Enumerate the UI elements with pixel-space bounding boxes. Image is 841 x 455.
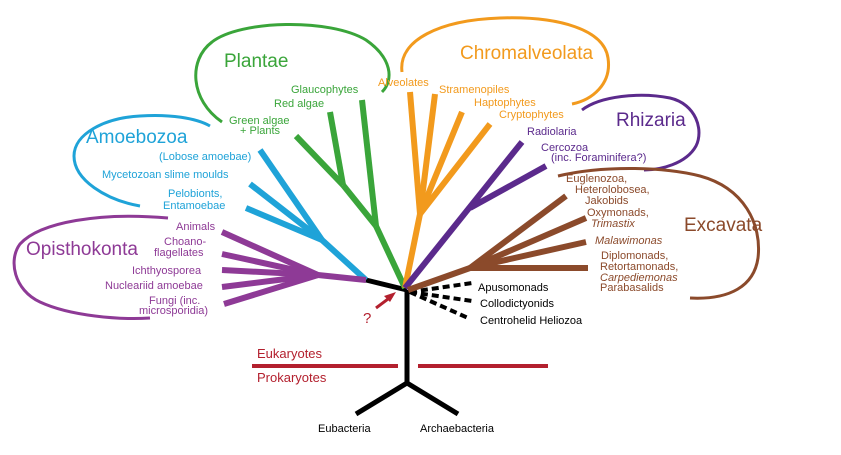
euglenozoa-label: Euglenozoa,	[566, 173, 627, 185]
amoebozoa-title: Amoebozoa	[86, 127, 188, 148]
excavata-enclosure	[557, 167, 761, 300]
parabasalids-label: Parabasalids	[600, 282, 664, 294]
excavata-title: Excavata	[684, 215, 763, 236]
entamoebae-label: Entamoebae	[163, 200, 225, 212]
collodictyonids-label: Collodictyonids	[480, 298, 554, 310]
chromalveolata-branches	[402, 91, 493, 289]
heterolobosea-label: Heterolobosea,	[575, 184, 650, 196]
animals-label: Animals	[176, 221, 216, 233]
eukaryotes-label: Eukaryotes	[257, 346, 323, 361]
malawimonas-label: Malawimonas	[595, 235, 663, 247]
stramenopiles-label: Stramenopiles	[439, 84, 510, 96]
prokaryotes-label: Prokaryotes	[257, 370, 327, 385]
question-mark: ?	[363, 310, 371, 327]
centrohelid-label: Centrohelid Heliozoa	[480, 315, 583, 327]
cryptophytes-label: Cryptophytes	[499, 109, 564, 121]
lobose-amoebae-label: (Lobose amoebae)	[159, 151, 251, 163]
diplomonads-label: Diplomonads,	[601, 250, 668, 262]
plantae-title: Plantae	[224, 51, 288, 72]
unknown-root-arrow	[375, 292, 396, 310]
archaebacteria-label: Archaebacteria	[420, 423, 495, 435]
plantae-branches	[293, 99, 408, 290]
foraminifera-label: (inc. Foraminifera?)	[551, 152, 646, 164]
rhizaria-title: Rhizaria	[616, 110, 686, 131]
amoebozoa-enclosure	[72, 114, 211, 208]
chromalveolata-enclosure	[400, 16, 610, 106]
jakobids-label: Jakobids	[585, 195, 629, 207]
plants-label: + Plants	[240, 125, 281, 137]
trunk	[354, 277, 460, 417]
choanoflagellates-label-2: flagellates	[154, 247, 204, 259]
red-algae-label: Red algae	[274, 98, 324, 110]
trimastix-label: Trimastix	[591, 218, 635, 230]
plantae-enclosure	[194, 22, 391, 124]
fungi-label: Fungi (inc.	[149, 295, 200, 307]
chromalveolata-title: Chromalveolata	[460, 43, 593, 64]
opisthokonta-enclosure	[12, 214, 169, 320]
nucleariid-label: Nucleariid amoebae	[105, 280, 203, 292]
radiolaria-label: Radiolaria	[527, 126, 577, 138]
eubacteria-label: Eubacteria	[318, 423, 371, 435]
alveolates-label: Alveolates	[378, 77, 429, 89]
mycetozoan-label: Mycetozoan slime moulds	[102, 169, 229, 181]
opisthokonta-branches	[220, 229, 367, 307]
choanoflagellates-label-1: Choano-	[164, 236, 207, 248]
carpediemonas-label: Carpediemonas	[600, 272, 678, 284]
ichthyosporea-label: Ichthyosporea	[132, 265, 202, 277]
retortamonads-label: Retortamonads,	[600, 261, 678, 273]
oxymonads-label: Oxymonads,	[587, 207, 649, 219]
pelobionts-label: Pelobionts,	[168, 188, 222, 200]
rhizaria-branches	[402, 140, 548, 290]
excavata-branches	[406, 193, 588, 293]
glaucophytes-label: Glaucophytes	[291, 84, 359, 96]
rhizaria-enclosure	[581, 93, 701, 172]
haptophytes-label: Haptophytes	[474, 97, 536, 109]
amoebozoa-branches	[244, 148, 369, 283]
microsporidia-label: microsporidia)	[139, 305, 208, 317]
cercozoa-label: Cercozoa	[541, 142, 589, 154]
apusomonads-label: Apusomonads	[478, 282, 549, 294]
green-algae-label: Green algae	[229, 115, 290, 127]
opisthokonta-title: Opisthokonta	[26, 239, 138, 260]
